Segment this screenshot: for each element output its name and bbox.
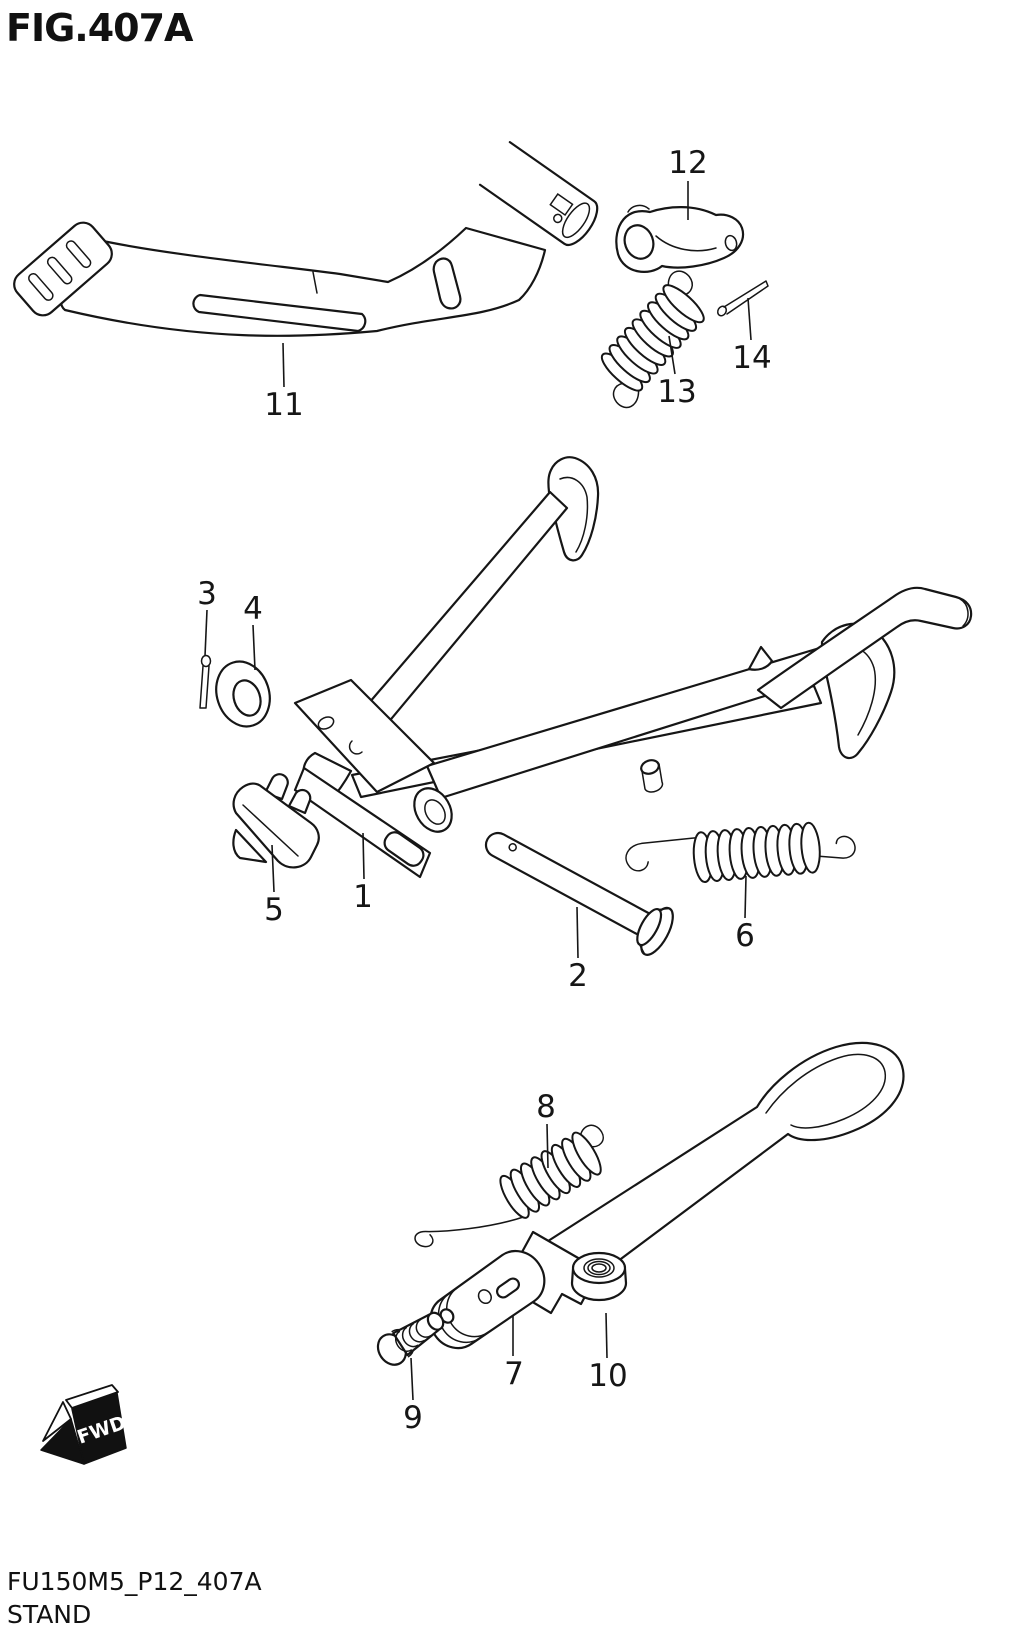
callout-leader-5 bbox=[271, 844, 275, 893]
callout-leader-14 bbox=[747, 297, 752, 341]
callout-leader-11 bbox=[282, 342, 285, 388]
callout-label-11: 11 bbox=[264, 387, 303, 423]
callout-leader-1 bbox=[362, 832, 365, 880]
part-9-bolt bbox=[376, 1311, 445, 1366]
part-5-stand-stopper bbox=[232, 773, 320, 869]
part-2-pivot-shaft bbox=[484, 831, 674, 956]
callout-leader-2 bbox=[576, 906, 579, 959]
fwd-tail-face bbox=[71, 1392, 127, 1465]
callout-label-10: 10 bbox=[588, 1358, 627, 1394]
part-4-washer bbox=[215, 660, 271, 728]
fwd-tail-top-face bbox=[65, 1384, 119, 1409]
callout-label-1: 1 bbox=[353, 879, 373, 915]
callout-label-6: 6 bbox=[735, 918, 755, 954]
callout-label-9: 9 bbox=[403, 1400, 423, 1436]
callout-leader-9 bbox=[410, 1357, 414, 1401]
callout-label-5: 5 bbox=[264, 892, 284, 928]
callout-leader-8 bbox=[546, 1123, 549, 1169]
callout-label-13: 13 bbox=[657, 374, 696, 410]
callout-leader-6 bbox=[744, 875, 747, 919]
part-1-center-stand bbox=[293, 456, 973, 879]
callout-leader-4 bbox=[252, 624, 256, 671]
part-3-cotter-pin bbox=[199, 654, 212, 709]
part-6-spring bbox=[625, 821, 856, 884]
pedal-pad bbox=[13, 221, 113, 317]
part-7-side-stand bbox=[429, 1041, 905, 1350]
part-11-brake-pedal-lever bbox=[13, 141, 599, 337]
fwd-direction-arrow: FWD bbox=[40, 1384, 129, 1465]
footer: FU150M5_P12_407A STAND bbox=[7, 1565, 262, 1633]
part-12-stopper-arm bbox=[615, 204, 745, 273]
callout-label-2: 2 bbox=[568, 958, 588, 994]
part-8-spring bbox=[414, 1124, 604, 1248]
callout-leader-10 bbox=[605, 1312, 608, 1359]
callout-label-14: 14 bbox=[732, 340, 771, 376]
callout-leader-13 bbox=[668, 335, 676, 375]
callout-leader-3 bbox=[204, 609, 208, 657]
part-10-flange-nut bbox=[570, 1251, 628, 1302]
figure-code: FU150M5_P12_407A bbox=[7, 1566, 262, 1596]
pedal-pivot-boss bbox=[478, 141, 599, 247]
fwd-arrowhead bbox=[40, 1418, 85, 1465]
part-14-cotter-pin bbox=[716, 280, 769, 317]
callout-label-4: 4 bbox=[243, 591, 263, 627]
callout-label-7: 7 bbox=[504, 1356, 524, 1392]
part-13-spring bbox=[600, 270, 705, 409]
callout-label-8: 8 bbox=[536, 1089, 556, 1125]
callout-label-12: 12 bbox=[668, 145, 707, 181]
figure-title: FIG.407A bbox=[6, 6, 193, 50]
fwd-arrowhead-top-face bbox=[42, 1401, 72, 1442]
callout-label-3: 3 bbox=[197, 576, 217, 612]
figure-name: STAND bbox=[7, 1600, 92, 1630]
